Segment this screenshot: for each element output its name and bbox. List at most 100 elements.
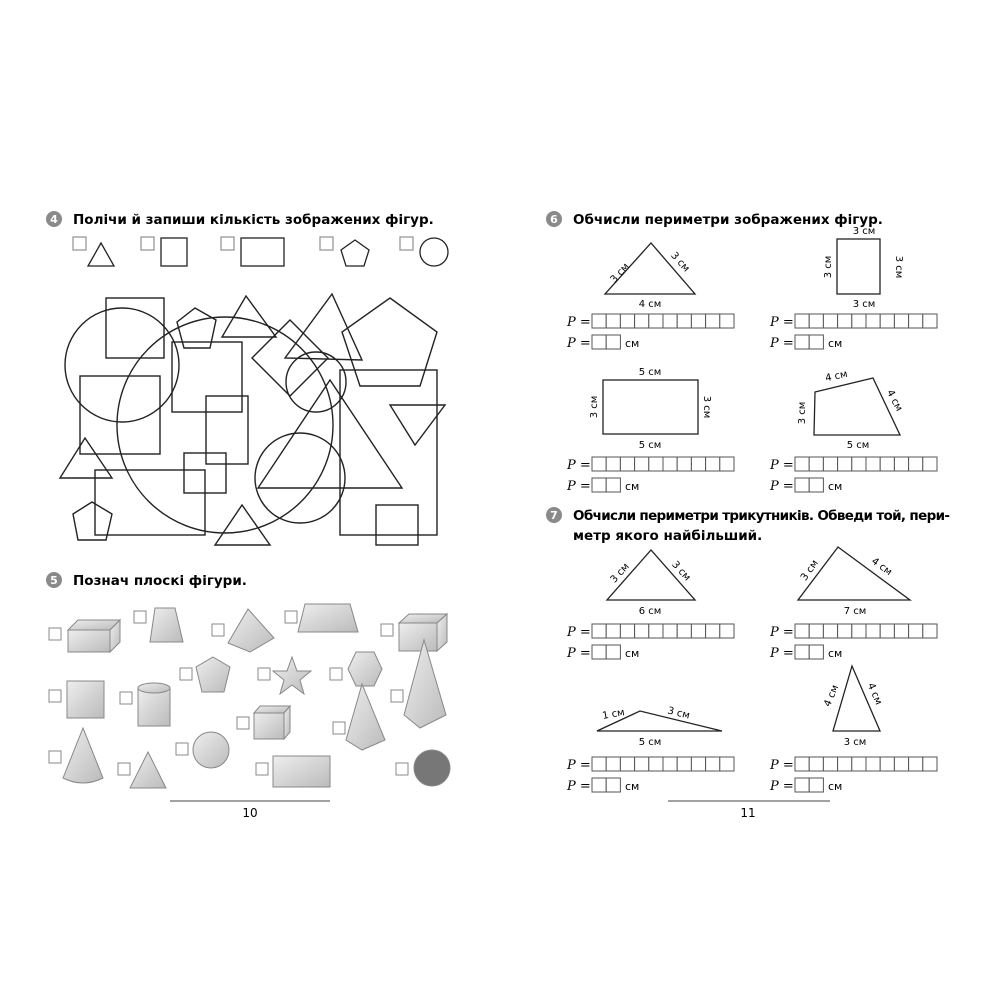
answer-cell[interactable]	[808, 477, 824, 493]
answer-cell[interactable]	[690, 456, 707, 472]
answer-cell[interactable]	[619, 756, 636, 772]
answer-cell[interactable]	[879, 756, 895, 772]
answer-cell[interactable]	[605, 623, 621, 639]
answer-box[interactable]	[48, 627, 62, 641]
answer-cell[interactable]	[591, 644, 607, 660]
answer-cell[interactable]	[591, 777, 607, 793]
answer-cell[interactable]	[794, 644, 810, 660]
answer-cell[interactable]	[794, 334, 810, 350]
answer-cell[interactable]	[648, 756, 664, 772]
answer-box[interactable]	[119, 691, 133, 705]
answer-cell[interactable]	[808, 456, 824, 472]
answer-cell[interactable]	[922, 456, 938, 472]
answer-cell[interactable]	[662, 756, 678, 772]
answer-cell[interactable]	[822, 313, 839, 329]
answer-box[interactable]	[48, 750, 62, 764]
answer-cell[interactable]	[879, 456, 895, 472]
answer-cell[interactable]	[794, 477, 810, 493]
answer-cell[interactable]	[619, 456, 636, 472]
answer-cell[interactable]	[662, 623, 678, 639]
answer-cell[interactable]	[908, 623, 924, 639]
answer-cell[interactable]	[794, 456, 810, 472]
answer-cell[interactable]	[634, 756, 650, 772]
answer-cell[interactable]	[634, 313, 650, 329]
answer-cell[interactable]	[822, 756, 839, 772]
answer-cell[interactable]	[605, 456, 621, 472]
answer-cell[interactable]	[851, 623, 867, 639]
answer-cell[interactable]	[690, 756, 707, 772]
answer-box[interactable]	[399, 236, 414, 251]
answer-cell[interactable]	[837, 623, 853, 639]
answer-box[interactable]	[236, 716, 250, 730]
answer-box[interactable]	[140, 236, 155, 251]
answer-cell[interactable]	[893, 623, 910, 639]
answer-box[interactable]	[175, 742, 189, 756]
answer-cell[interactable]	[865, 623, 881, 639]
answer-cell[interactable]	[808, 756, 824, 772]
answer-box[interactable]	[390, 689, 404, 703]
answer-cell[interactable]	[705, 756, 721, 772]
answer-box[interactable]	[220, 236, 235, 251]
answer-cell[interactable]	[808, 313, 824, 329]
answer-cell[interactable]	[676, 623, 692, 639]
answer-cell[interactable]	[893, 456, 910, 472]
answer-cell[interactable]	[851, 756, 867, 772]
answer-cell[interactable]	[591, 623, 607, 639]
answer-cell[interactable]	[893, 313, 910, 329]
answer-cell[interactable]	[922, 756, 938, 772]
answer-cell[interactable]	[794, 756, 810, 772]
answer-cell[interactable]	[619, 313, 636, 329]
answer-box[interactable]	[257, 667, 271, 681]
answer-cell[interactable]	[605, 644, 621, 660]
answer-cell[interactable]	[591, 456, 607, 472]
answer-cell[interactable]	[851, 313, 867, 329]
answer-box[interactable]	[380, 623, 394, 637]
answer-cell[interactable]	[662, 456, 678, 472]
answer-cell[interactable]	[676, 456, 692, 472]
answer-box[interactable]	[72, 236, 87, 251]
answer-cell[interactable]	[591, 756, 607, 772]
answer-cell[interactable]	[605, 334, 621, 350]
answer-cell[interactable]	[837, 756, 853, 772]
answer-cell[interactable]	[719, 456, 735, 472]
answer-cell[interactable]	[605, 777, 621, 793]
answer-cell[interactable]	[794, 623, 810, 639]
answer-box[interactable]	[255, 762, 269, 776]
answer-cell[interactable]	[837, 456, 853, 472]
answer-cell[interactable]	[591, 477, 607, 493]
answer-cell[interactable]	[808, 777, 824, 793]
answer-cell[interactable]	[648, 313, 664, 329]
answer-cell[interactable]	[634, 456, 650, 472]
answer-cell[interactable]	[794, 313, 810, 329]
answer-cell[interactable]	[808, 644, 824, 660]
answer-cell[interactable]	[794, 777, 810, 793]
answer-cell[interactable]	[922, 313, 938, 329]
answer-cell[interactable]	[808, 334, 824, 350]
answer-cell[interactable]	[908, 313, 924, 329]
answer-cell[interactable]	[662, 313, 678, 329]
answer-cell[interactable]	[690, 623, 707, 639]
answer-cell[interactable]	[719, 756, 735, 772]
answer-cell[interactable]	[634, 623, 650, 639]
answer-box[interactable]	[319, 236, 334, 251]
answer-cell[interactable]	[879, 623, 895, 639]
answer-cell[interactable]	[648, 456, 664, 472]
answer-cell[interactable]	[822, 456, 839, 472]
answer-cell[interactable]	[605, 756, 621, 772]
answer-cell[interactable]	[879, 313, 895, 329]
answer-cell[interactable]	[591, 313, 607, 329]
answer-cell[interactable]	[605, 477, 621, 493]
answer-box[interactable]	[329, 667, 343, 681]
answer-box[interactable]	[117, 762, 131, 776]
answer-cell[interactable]	[676, 756, 692, 772]
answer-cell[interactable]	[719, 623, 735, 639]
answer-cell[interactable]	[865, 313, 881, 329]
answer-cell[interactable]	[705, 456, 721, 472]
answer-cell[interactable]	[865, 456, 881, 472]
answer-cell[interactable]	[851, 456, 867, 472]
answer-cell[interactable]	[605, 313, 621, 329]
answer-cell[interactable]	[648, 623, 664, 639]
answer-box[interactable]	[332, 721, 346, 735]
answer-cell[interactable]	[690, 313, 707, 329]
answer-box[interactable]	[395, 762, 409, 776]
